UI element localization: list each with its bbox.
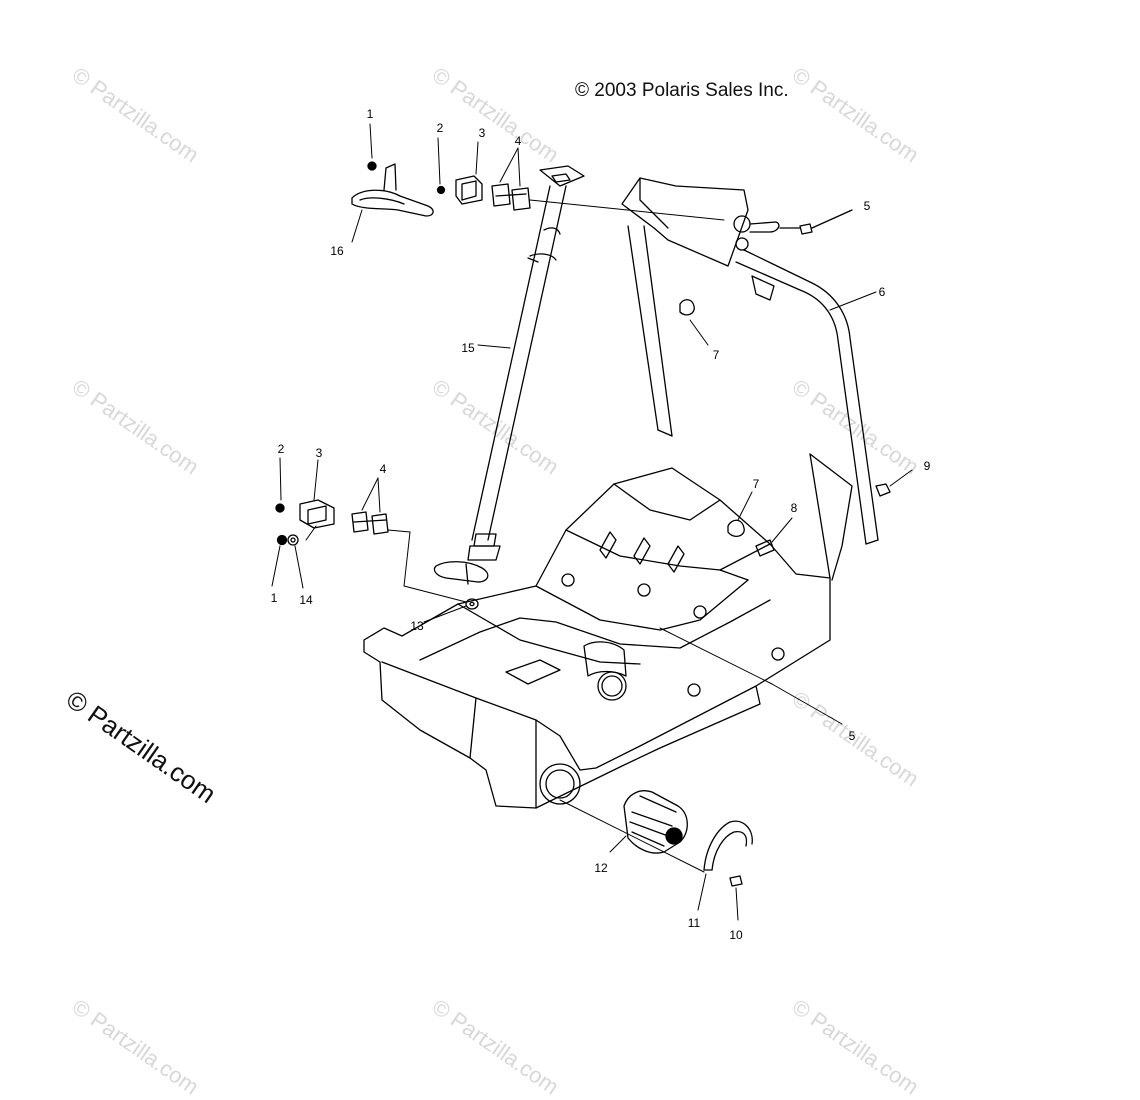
callout-1-lower: 1 (270, 591, 278, 605)
parts-diagram: © Partzilla.com © Partzilla.com © Partzi… (61, 62, 931, 1100)
hoop-bolt (779, 209, 853, 235)
callout-15: 15 (461, 341, 475, 355)
copyright-notice: © 2003 Polaris Sales Inc. (575, 80, 789, 101)
callout-13: 13 (410, 619, 424, 633)
callout-7-lower: 7 (752, 477, 760, 491)
lower-clamp-group (275, 499, 389, 546)
callout-4: 4 (514, 134, 522, 148)
callout-3-lower: 3 (315, 446, 323, 460)
gear-boot (623, 790, 688, 854)
callout-2-lower: 2 (277, 442, 285, 456)
lower-clip (727, 519, 745, 538)
retainer-ring (703, 820, 753, 871)
callout-9: 9 (923, 459, 931, 473)
bracket-part (351, 161, 434, 217)
callout-5: 5 (863, 199, 871, 213)
chassis-frame (363, 453, 853, 809)
hoop-nut (875, 483, 891, 497)
upper-clamp-group (436, 175, 531, 211)
steering-post (433, 165, 585, 585)
steering-hoop (621, 177, 879, 545)
callout-14: 14 (299, 593, 313, 607)
callout-8: 8 (790, 501, 798, 515)
callout-6: 6 (878, 285, 886, 299)
callout-11: 11 (687, 916, 701, 930)
callout-4-lower: 4 (379, 462, 387, 476)
callout-2: 2 (436, 121, 444, 135)
retainer-screw (729, 875, 743, 887)
callout-10: 10 (729, 928, 743, 942)
callout-16: 16 (330, 244, 344, 258)
exploded-view-drawing (271, 123, 913, 921)
callout-3: 3 (478, 126, 486, 140)
leader-lines (271, 123, 913, 921)
callout-7: 7 (712, 348, 720, 362)
frame-bolt (755, 539, 775, 557)
callout-1: 1 (366, 107, 374, 121)
callout-12: 12 (594, 861, 608, 875)
callout-5-lower: 5 (848, 729, 856, 743)
wire-clip (679, 299, 695, 316)
washer (465, 598, 479, 610)
